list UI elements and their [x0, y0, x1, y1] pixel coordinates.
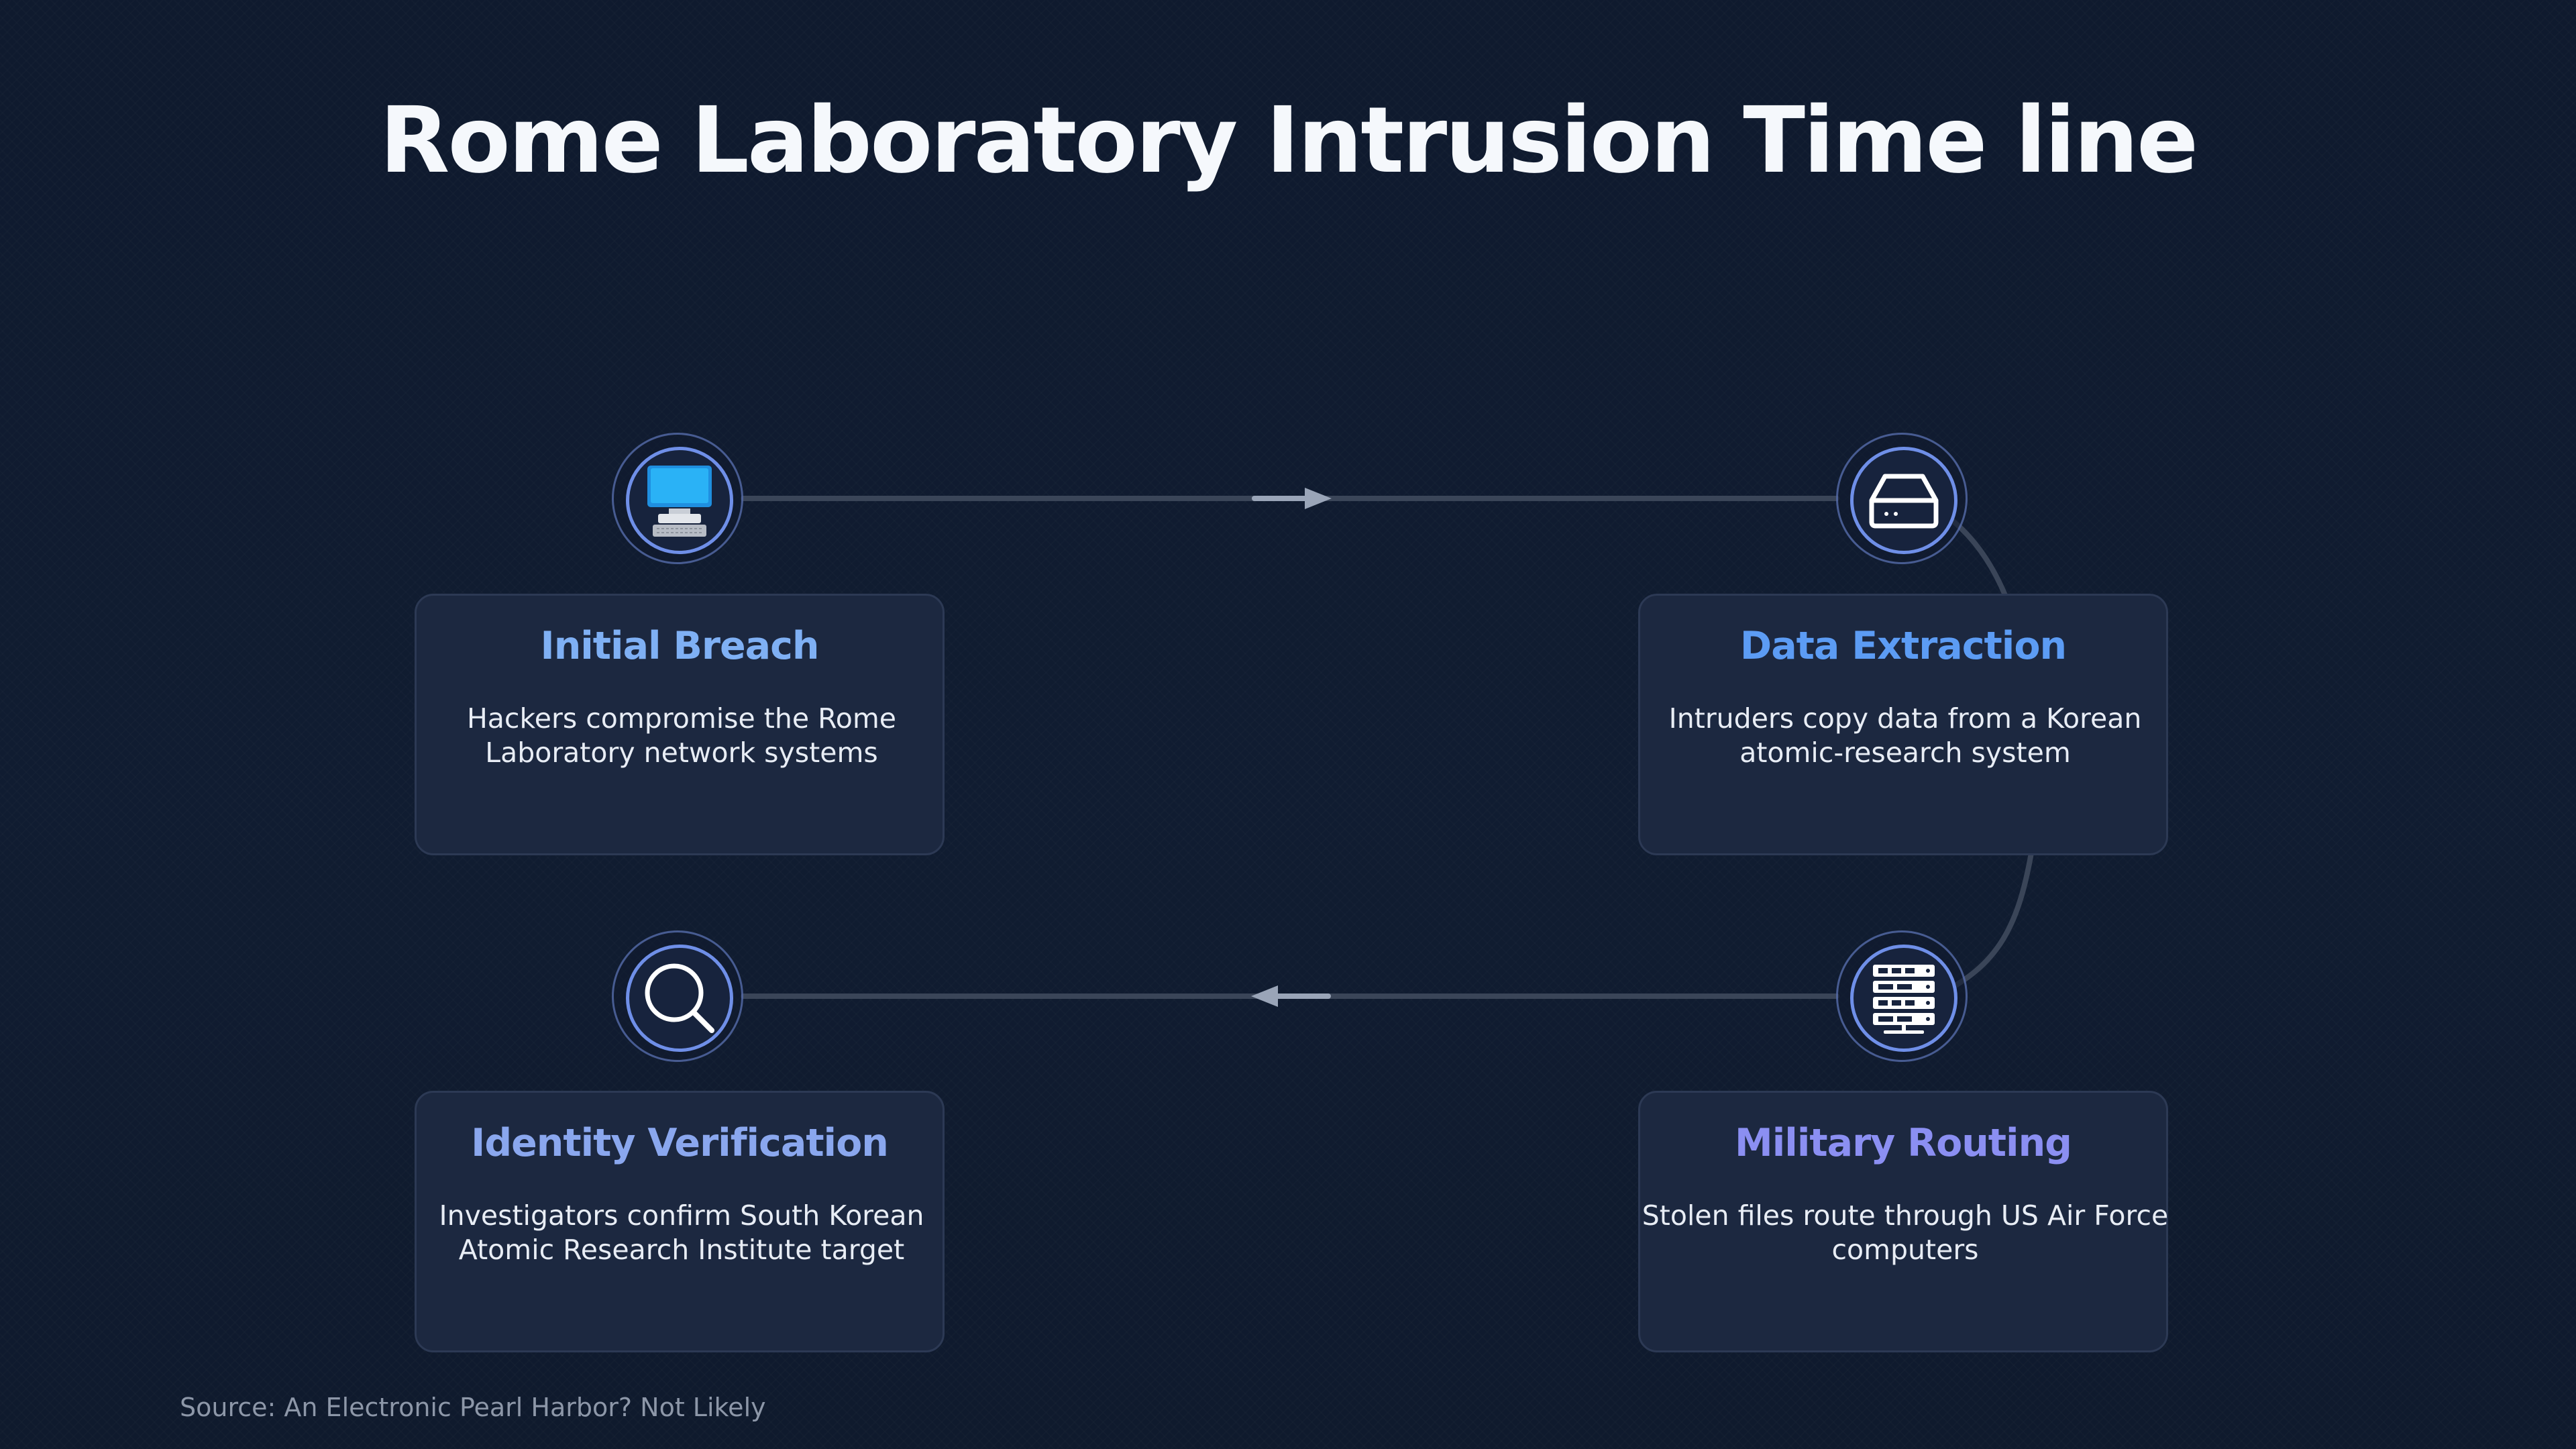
- page-title: Rome Laboratory Intrusion Time line: [379, 88, 2199, 194]
- magnifier-icon: [645, 963, 714, 1033]
- source-caption: Source: An Electronic Pearl Harbor? Not …: [180, 1393, 766, 1422]
- computer-icon: [647, 466, 712, 537]
- step-4-description: Investigators confirm South Korean Atomi…: [439, 1199, 924, 1266]
- arrow-right-icon: [1252, 488, 1332, 509]
- step-3-title: Military Routing: [1735, 1121, 2072, 1165]
- server-rack-icon: [1873, 965, 1935, 1034]
- step-2-title: Data Extraction: [1739, 624, 2067, 668]
- step-3-description: Stolen files route through US Air Force …: [1642, 1199, 2169, 1266]
- step-4-node: [612, 930, 743, 1062]
- step-2-description: Intruders copy data from a Korean atomic…: [1668, 702, 2142, 769]
- step-4-card: Identity Verification Investigators conf…: [415, 1091, 945, 1352]
- hard-drive-icon: [1869, 474, 1939, 529]
- step-2-node: [1836, 433, 1968, 564]
- step-1-card: Initial Breach Hackers compromise the Ro…: [415, 594, 945, 855]
- step-2-card: Data Extraction Intruders copy data from…: [1638, 594, 2168, 855]
- step-1-description: Hackers compromise the Rome Laboratory n…: [466, 702, 897, 769]
- step-3-card: Military Routing Stolen files route thro…: [1638, 1091, 2168, 1352]
- arrow-left-icon: [1251, 985, 1331, 1007]
- step-1-node: [612, 433, 743, 564]
- step-1-title: Initial Breach: [540, 624, 819, 668]
- step-3-node: [1836, 930, 1968, 1062]
- step-4-title: Identity Verification: [471, 1121, 889, 1165]
